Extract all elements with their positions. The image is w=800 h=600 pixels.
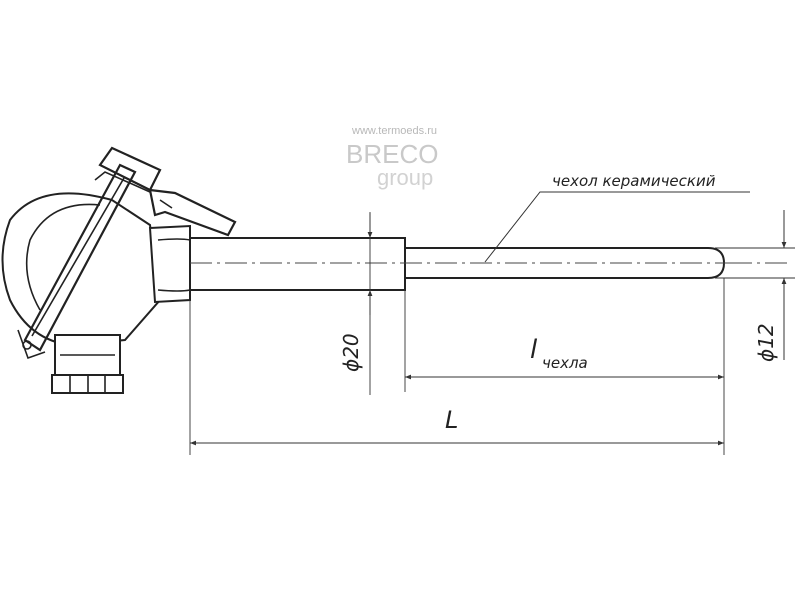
dimension-d20: ϕ20 (339, 212, 373, 395)
sheath-length-sub-label: чехла (542, 354, 588, 372)
sheath-leader: чехол керамический (484, 172, 750, 263)
sheath-material-label: чехол керамический (552, 172, 716, 190)
watermark-url: www.termoeds.ru (351, 125, 437, 137)
neck-fitting (148, 224, 191, 304)
watermark-brand: BRECO (346, 139, 438, 169)
cable-gland (51, 334, 124, 394)
sheath-length-main-label: l (530, 335, 538, 365)
watermark: www.termoeds.ru BRECO group (346, 125, 438, 190)
watermark-group: group (377, 165, 433, 190)
diameter-small-label: ϕ12 (754, 323, 778, 362)
protective-tube (189, 237, 406, 291)
dimension-total-length: L (189, 300, 724, 455)
total-length-label: L (445, 406, 458, 434)
dimension-d12: ϕ12 (715, 210, 795, 362)
dimension-sheath-length: l чехла (404, 278, 725, 455)
diameter-large-label: ϕ20 (339, 333, 363, 372)
connection-head (1, 146, 237, 360)
